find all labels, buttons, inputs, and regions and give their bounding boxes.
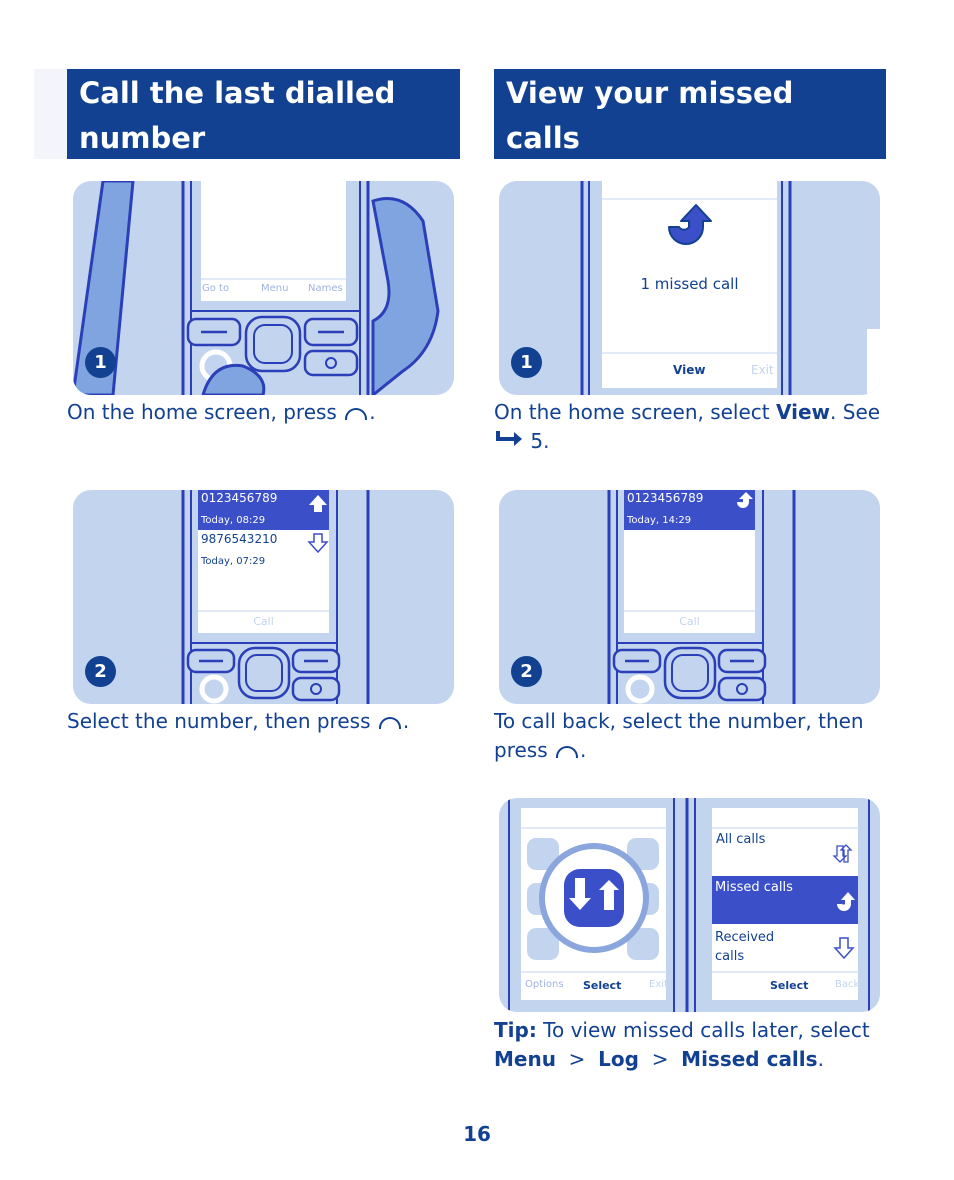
softkey-names: Names <box>308 283 343 294</box>
illustration-call-back: 0123456789 Today, 14:29 Call 2 <box>499 490 880 704</box>
step-badge: 2 <box>85 656 116 687</box>
menu-item-all-calls: All calls <box>716 832 766 847</box>
illustration-log-menu: Options Select Exit All calls Missed cal… <box>499 798 880 1012</box>
header-shade <box>34 69 67 159</box>
reference-arrow-icon <box>494 428 524 457</box>
section-title-missed-calls: View your missed calls <box>494 69 886 159</box>
list-item-number: 0123456789 <box>201 491 278 505</box>
step-badge: 1 <box>511 347 542 378</box>
step-badge: 2 <box>511 656 542 687</box>
list-item-time: Today, 07:29 <box>201 556 266 567</box>
illustration-missed-call-notice: 1 missed call View Exit 1 <box>499 181 880 395</box>
section-title-last-dialled: Call the last dialled number <box>67 69 460 159</box>
softkey-menu: Menu <box>261 283 289 294</box>
illustration-home-screen-press-call: Go to Menu Names 1 <box>73 181 454 395</box>
caption-right-step1: On the home screen, select View. See 5. <box>494 398 894 457</box>
softkey-select: Select <box>583 979 622 992</box>
softkey-exit: Exit <box>649 979 668 990</box>
menu-item-received-calls: Received calls <box>715 930 775 964</box>
list-item-time: Today, 08:29 <box>201 515 266 526</box>
call-key-icon <box>378 716 401 729</box>
softkey-back: Back <box>835 979 860 990</box>
softkey-exit: Exit <box>751 363 774 377</box>
softkey-call: Call <box>679 615 700 628</box>
list-item-number: 0123456789 <box>627 491 704 505</box>
step-badge: 1 <box>85 347 116 378</box>
caption-left-step2: Select the number, then press . <box>67 709 410 733</box>
softkey-options: Options <box>525 979 564 990</box>
list-item-time: Today, 14:29 <box>627 515 692 526</box>
illustration-select-number: 0123456789 Today, 08:29 9876543210 Today… <box>73 490 454 704</box>
caption-right-step2: To call back, select the number, then pr… <box>494 709 864 762</box>
call-key-icon <box>345 407 368 420</box>
menu-item-missed-calls: Missed calls <box>715 880 793 895</box>
phone-with-hands-image <box>73 181 440 395</box>
page-number: 16 <box>463 1122 491 1146</box>
softkey-view: View <box>673 363 706 377</box>
softkey-call: Call <box>253 615 274 628</box>
call-key-icon <box>555 745 578 758</box>
two-phone-screens-image <box>508 798 870 1012</box>
phone-list-image <box>607 490 796 704</box>
missed-call-message: 1 missed call <box>640 275 739 293</box>
list-item-number: 9876543210 <box>201 532 278 546</box>
missed-call-icon <box>668 204 712 245</box>
caption-left-step1: On the home screen, press . <box>67 400 376 424</box>
tip-text: Tip: To view missed calls later, select … <box>494 1018 870 1071</box>
softkey-goto: Go to <box>202 283 230 294</box>
phone-list-image <box>181 490 370 704</box>
softkey-select: Select <box>770 979 809 992</box>
